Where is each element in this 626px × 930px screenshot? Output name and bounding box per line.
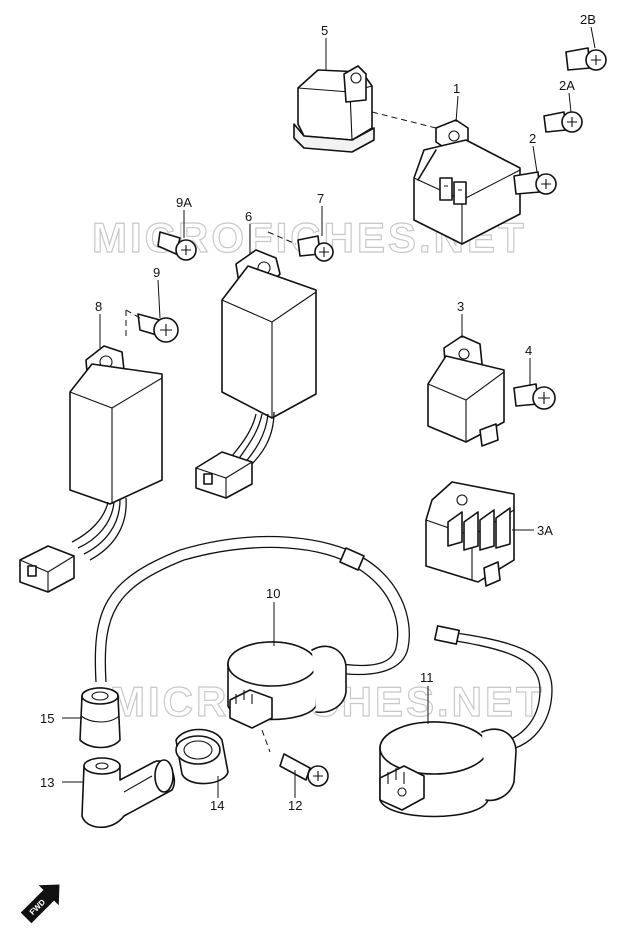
callout-15: 15 xyxy=(40,711,54,726)
callout-2A: 2A xyxy=(559,78,575,93)
mount-line-7 xyxy=(267,231,297,245)
control-unit-part-8[interactable] xyxy=(19,345,163,593)
mount-line-12 xyxy=(261,729,271,753)
callout-12: 12 xyxy=(288,798,302,813)
callout-1: 1 xyxy=(453,81,460,96)
relay-bracket-part-1[interactable] xyxy=(413,119,521,245)
mount-line-1 xyxy=(371,111,437,129)
plug-cap-part-13[interactable] xyxy=(81,757,176,829)
callout-9: 9 xyxy=(153,265,160,280)
ignition-coil-part-10[interactable] xyxy=(227,641,347,729)
mount-line-9 xyxy=(125,309,141,340)
screw-part-12[interactable] xyxy=(279,753,329,787)
callout-14: 14 xyxy=(210,798,224,813)
callout-2B: 2B xyxy=(580,12,596,27)
screw-part-9[interactable] xyxy=(137,313,179,343)
callout-5: 5 xyxy=(321,23,328,38)
callout-2: 2 xyxy=(529,131,536,146)
callout-10: 10 xyxy=(266,586,280,601)
sleeve-part-14[interactable] xyxy=(175,728,229,785)
screw-part-2A[interactable] xyxy=(543,111,583,133)
screw-part-7[interactable] xyxy=(297,235,334,262)
callout-9A: 9A xyxy=(176,195,192,210)
screw-part-2[interactable] xyxy=(513,171,557,195)
cdi-unit-part-6[interactable] xyxy=(195,249,317,499)
regulator-part-3[interactable] xyxy=(427,335,505,447)
boot-part-15[interactable] xyxy=(79,687,121,749)
fwd-arrow-icon: FWD xyxy=(20,884,60,924)
relay-part-5[interactable] xyxy=(293,65,375,153)
callout-13: 13 xyxy=(40,775,54,790)
plug-wire xyxy=(94,535,410,683)
screw-part-2B[interactable] xyxy=(565,47,607,71)
callout-7: 7 xyxy=(317,191,324,206)
callout-4: 4 xyxy=(525,343,532,358)
screw-part-9A[interactable] xyxy=(157,231,197,261)
callout-3A: 3A xyxy=(537,523,553,538)
callout-11: 11 xyxy=(420,670,434,685)
screw-part-4[interactable] xyxy=(513,383,556,410)
callout-3: 3 xyxy=(457,299,464,314)
regulator-part-3A[interactable] xyxy=(425,481,515,587)
ignition-coil-part-11[interactable] xyxy=(379,625,553,818)
callout-8: 8 xyxy=(95,299,102,314)
callout-6: 6 xyxy=(245,209,252,224)
